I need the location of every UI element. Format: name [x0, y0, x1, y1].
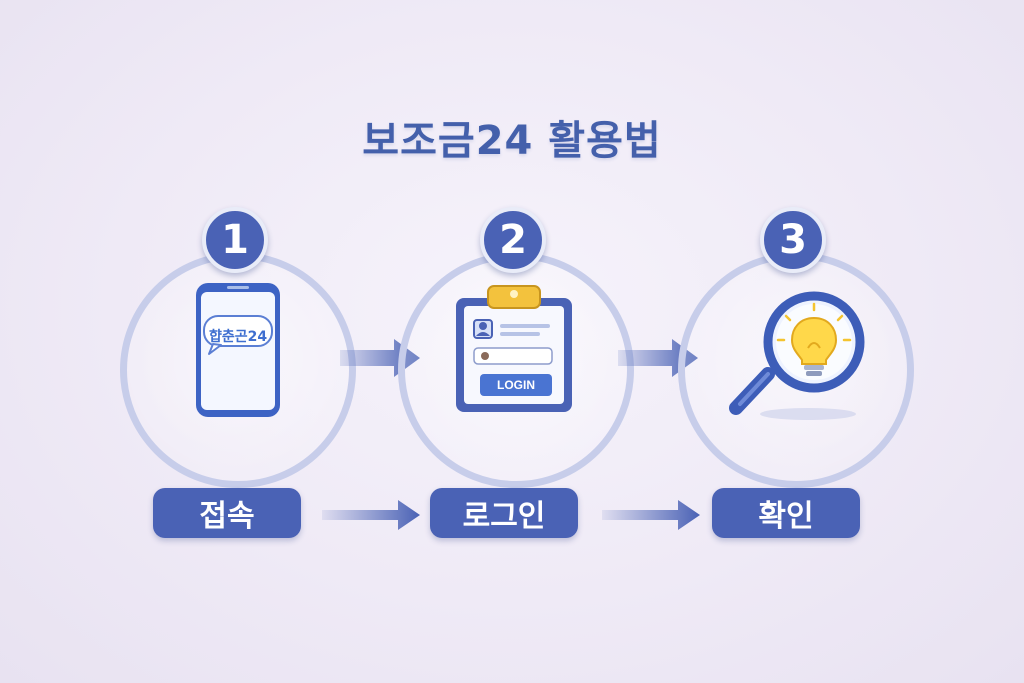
- step-2-label: 로그인: [430, 488, 578, 538]
- step-2-number-badge: 2: [480, 207, 546, 273]
- arrow-right-icon: [322, 500, 420, 530]
- login-clipboard-icon: [456, 285, 572, 412]
- page-title: 보조금24 활용법: [362, 118, 662, 164]
- step-1-label: 접속: [153, 488, 301, 538]
- step-3-label: 확인: [712, 488, 860, 538]
- login-button: LOGIN: [480, 374, 552, 396]
- magnifier-lightbulb-icon: [729, 291, 865, 420]
- step-3-number-badge: 3: [760, 207, 826, 273]
- smartphone-icon: [196, 283, 280, 417]
- phone-screen-text: 햡춘곤24: [208, 329, 268, 345]
- step-1-number-badge: 1: [202, 207, 268, 273]
- arrow-right-icon: [602, 500, 700, 530]
